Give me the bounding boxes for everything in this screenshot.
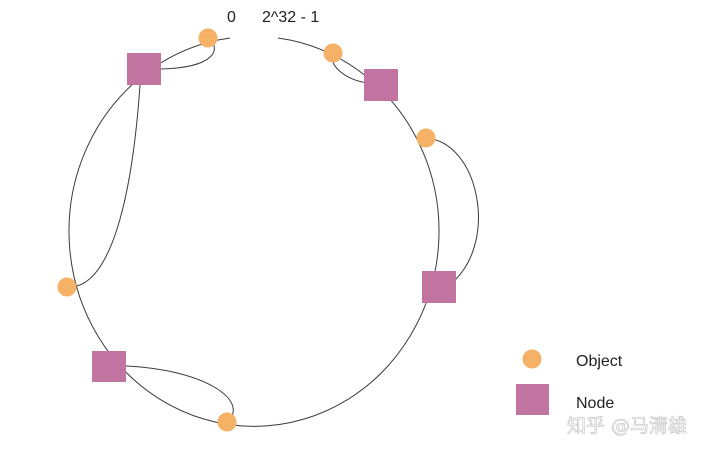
- node-right: [422, 271, 456, 303]
- node-top-right: [364, 69, 398, 101]
- watermark-text: 知乎 @马清雄: [567, 415, 687, 437]
- object-right: [416, 128, 436, 148]
- object-bottom: [217, 412, 237, 432]
- legend-object-icon: [522, 349, 542, 369]
- legend-object-label: Object: [576, 353, 623, 370]
- link-object-bottom-to-node-bottom-left: [125, 365, 234, 423]
- link-object-left-to-node-top-left: [66, 84, 141, 288]
- legend: Object Node: [516, 349, 623, 415]
- object-top-left: [198, 28, 218, 48]
- object-left: [57, 277, 77, 297]
- link-object-right-to-node-right: [425, 137, 479, 281]
- legend-node-icon: [516, 384, 549, 415]
- node-bottom-left: [92, 351, 126, 382]
- ring-end-label: 2^32 - 1: [262, 9, 319, 26]
- object-top-right: [323, 43, 343, 63]
- node-top-left: [127, 53, 161, 85]
- legend-node-label: Node: [576, 395, 614, 412]
- ring-start-label: 0: [227, 9, 236, 26]
